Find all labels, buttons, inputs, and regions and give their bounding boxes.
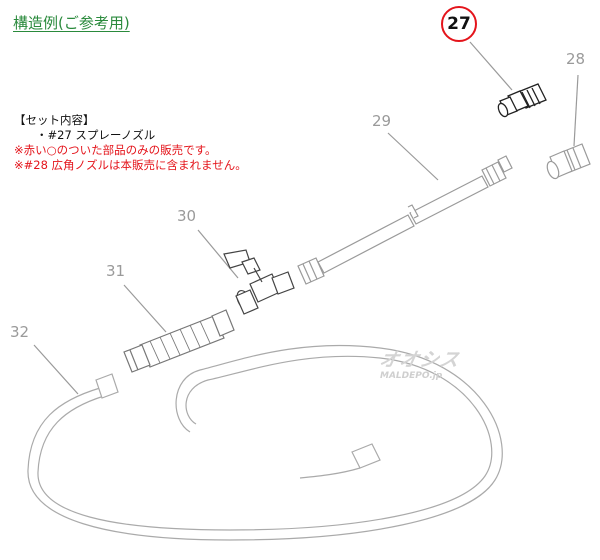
notes-red-line-1: ※赤い○のついた部品のみの販売です。 bbox=[14, 143, 217, 157]
watermark-logo-en: MALDEPO.jp bbox=[380, 371, 443, 381]
set-contents-notes: 【セット内容】 ・#27 スプレーノズル ※赤い○のついた部品のみの販売です。 … bbox=[14, 113, 247, 173]
wide-angle-nozzle-28 bbox=[546, 143, 591, 180]
part-label-32: 32 bbox=[10, 323, 30, 341]
watermark-logo: オオシス MALDEPO.jp bbox=[377, 345, 508, 381]
watermark-logo-jp: オオシス bbox=[377, 349, 463, 371]
notes-red-line-2: ※#28 広角ノズルは本販売に含まれません。 bbox=[14, 158, 247, 172]
page-title: 構造例(ご参考用) bbox=[13, 14, 130, 32]
leader-line-32 bbox=[33, 344, 79, 395]
part-label-27: 27 bbox=[441, 6, 477, 42]
leader-line-27 bbox=[469, 41, 513, 91]
notes-item: ・#27 スプレーノズル bbox=[36, 128, 156, 142]
ball-valve-30 bbox=[223, 249, 295, 315]
part-label-29: 29 bbox=[372, 112, 392, 130]
grip-handle-31 bbox=[123, 309, 235, 373]
leader-line-29 bbox=[387, 132, 439, 181]
part-label-30: 30 bbox=[177, 207, 197, 225]
leader-line-30 bbox=[197, 229, 239, 279]
lance-pipe-29 bbox=[297, 155, 513, 285]
part-label-31: 31 bbox=[106, 262, 126, 280]
part-label-28: 28 bbox=[566, 50, 586, 68]
spray-nozzle-27 bbox=[497, 83, 547, 118]
leader-line-31 bbox=[123, 284, 167, 333]
leader-line-28 bbox=[573, 74, 579, 147]
notes-heading: 【セット内容】 bbox=[14, 113, 95, 127]
hose-32 bbox=[27, 344, 503, 541]
